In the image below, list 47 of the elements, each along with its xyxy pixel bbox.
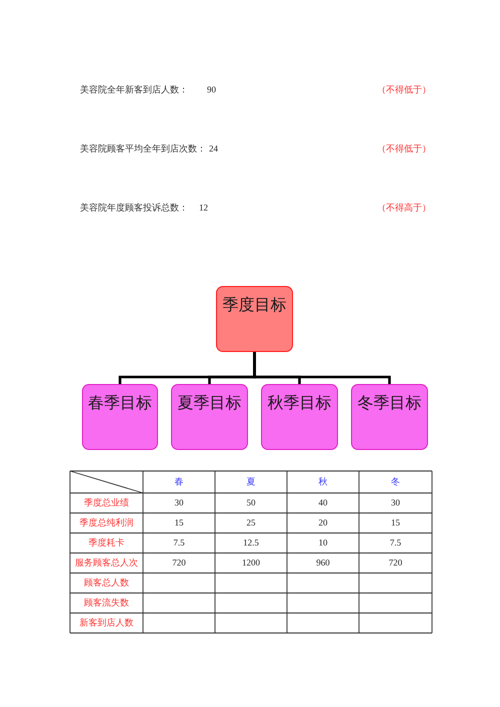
season-goal-box	[351, 384, 428, 450]
cell-value: 1200	[242, 558, 260, 568]
row-label: 服务顾客总人次	[75, 558, 138, 568]
goal-title: 春季目标	[88, 396, 152, 412]
root-goal-box	[216, 286, 293, 352]
cell-value: 25	[246, 518, 256, 528]
cell-value: 720	[172, 558, 186, 568]
cell-value: 15	[174, 518, 184, 528]
cell-value: 40	[318, 498, 328, 508]
goal-title: 夏季目标	[178, 396, 242, 412]
target-label: 美容院年度顾客投诉总数：	[80, 204, 188, 212]
cell-value: 7.5	[173, 538, 185, 548]
cell-value: 10	[318, 538, 328, 548]
column-header: 夏	[246, 478, 256, 486]
target-value: 24	[209, 144, 218, 154]
target-label: 美容院全年新客到店人数：	[80, 86, 188, 94]
column-header: 春	[174, 478, 184, 486]
cell-value: 50	[246, 498, 256, 508]
limit-note: （不得低于）	[377, 86, 431, 94]
goal-title: 季度目标	[222, 298, 286, 314]
cell-value: 7.5	[390, 538, 402, 548]
cell-value: 30	[391, 498, 400, 508]
cell-value: 30	[174, 498, 184, 508]
cell-value: 720	[388, 558, 402, 568]
cell-value: 12.5	[243, 538, 259, 548]
season-goal-box	[82, 384, 158, 450]
row-label: 季度总业绩	[84, 498, 129, 508]
column-header: 秋	[318, 478, 328, 486]
goal-title: 冬季目标	[358, 396, 422, 412]
goal-title: 秋季目标	[268, 396, 332, 412]
cell-value: 960	[316, 558, 330, 568]
cell-value: 15	[391, 518, 400, 528]
season-goal-box	[261, 384, 338, 450]
connector-line	[253, 352, 391, 384]
cell-value: 20	[318, 518, 328, 528]
row-label: 顾客总人数	[84, 578, 129, 588]
limit-note: （不得高于）	[377, 204, 431, 212]
limit-note: （不得低于）	[377, 144, 431, 154]
row-label: 顾客流失数	[84, 598, 129, 608]
row-label: 季度总纯利润	[80, 518, 134, 528]
target-label: 美容院顾客平均全年到店次数：	[80, 144, 206, 154]
row-label: 新客到店人数	[80, 618, 134, 628]
column-header: 冬	[391, 478, 400, 486]
season-goal-box	[171, 384, 248, 450]
target-value: 12	[199, 204, 208, 212]
target-value: 90	[207, 86, 216, 94]
row-label: 季度耗卡	[88, 538, 124, 548]
